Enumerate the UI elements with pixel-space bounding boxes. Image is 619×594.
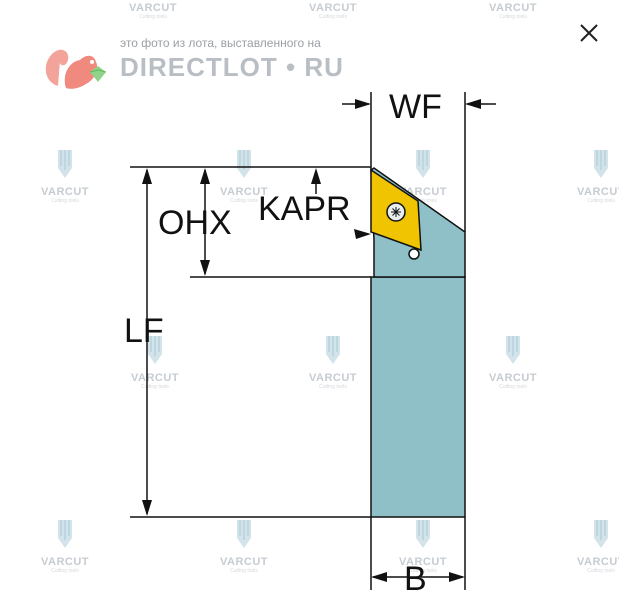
drill-icon (594, 150, 608, 178)
varcut-watermark: VARCUT Cutting tools (566, 148, 619, 210)
watermark-sub: Cutting tools (409, 568, 437, 574)
drill-icon (58, 150, 72, 178)
watermark-brand: VARCUT (40, 556, 89, 568)
watermark-brand: VARCUT (576, 186, 619, 198)
varcut-watermark: VARCUT Cutting tools (209, 518, 279, 580)
squirrel-logo-icon (45, 49, 107, 89)
varcut-watermark: VARCUT Cutting tools (120, 334, 190, 396)
watermark-sub: Cutting tools (230, 568, 258, 574)
drill-icon (594, 520, 608, 548)
varcut-watermark: VARCUT Cutting tools (118, 0, 188, 48)
watermark-sub: Cutting tools (51, 568, 79, 574)
drill-icon (237, 520, 251, 548)
watermark-sub: Cutting tools (587, 568, 615, 574)
drill-icon (148, 336, 162, 364)
directlot-banner: это фото из лота, выставленного на DIREC… (40, 34, 360, 94)
watermark-brand: VARCUT (398, 556, 447, 568)
varcut-watermark: VARCUT Cutting tools (298, 0, 368, 48)
varcut-watermark: VARCUT Cutting tools (388, 518, 458, 580)
kapr-arrow-right (354, 229, 371, 239)
drill-icon (58, 520, 72, 548)
drill-icon (506, 336, 520, 364)
watermark-brand: VARCUT (128, 2, 177, 14)
banner-brand: DIRECTLOT • RU (120, 52, 344, 82)
watermark-brand: VARCUT (130, 372, 179, 384)
watermark-brand: VARCUT (219, 186, 268, 198)
drill-icon (416, 150, 430, 178)
label-kapr: KAPR (258, 190, 351, 228)
label-ohx: OHX (158, 204, 232, 242)
watermark-brand: VARCUT (40, 186, 89, 198)
watermark-brand: VARCUT (488, 2, 537, 14)
watermark-brand: VARCUT (308, 2, 357, 14)
watermark-brand: VARCUT (219, 556, 268, 568)
label-lf: LF (124, 312, 164, 350)
watermark-sub: Cutting tools (499, 384, 527, 390)
screw-torx (391, 207, 401, 217)
watermark-brand: VARCUT (488, 372, 537, 384)
varcut-watermark: VARCUT Cutting tools (478, 0, 548, 48)
banner-caption: это фото из лота, выставленного на (120, 36, 321, 50)
holder-shank (370, 276, 466, 518)
watermark-brand: VARCUT (308, 372, 357, 384)
watermark-sub: Cutting tools (141, 384, 169, 390)
drill-icon (326, 336, 340, 364)
watermark-sub: Cutting tools (230, 198, 258, 204)
watermark-sub: Cutting tools (139, 14, 167, 20)
kapr-arrow-up (311, 168, 321, 184)
varcut-watermark: VARCUT Cutting tools (298, 334, 368, 396)
varcut-watermark: VARCUT Cutting tools (566, 518, 619, 580)
close-icon[interactable] (574, 18, 604, 48)
varcut-watermark: VARCUT Cutting tools (30, 518, 100, 580)
varcut-watermark: VARCUT Cutting tools (30, 148, 100, 210)
coolant-hole (408, 248, 420, 260)
label-b: B (404, 560, 427, 594)
watermark-brand: VARCUT (576, 556, 619, 568)
watermark-sub: Cutting tools (499, 14, 527, 20)
watermark-sub: Cutting tools (319, 384, 347, 390)
varcut-watermark: VARCUT Cutting tools (478, 334, 548, 396)
watermark-sub: Cutting tools (51, 198, 79, 204)
watermark-sub: Cutting tools (319, 14, 347, 20)
varcut-watermark: VARCUT Cutting tools (209, 148, 279, 210)
close-button[interactable] (574, 18, 604, 48)
watermark-sub: Cutting tools (409, 198, 437, 204)
watermark-sub: Cutting tools (587, 198, 615, 204)
drill-icon (416, 520, 430, 548)
label-wf: WF (389, 88, 442, 126)
